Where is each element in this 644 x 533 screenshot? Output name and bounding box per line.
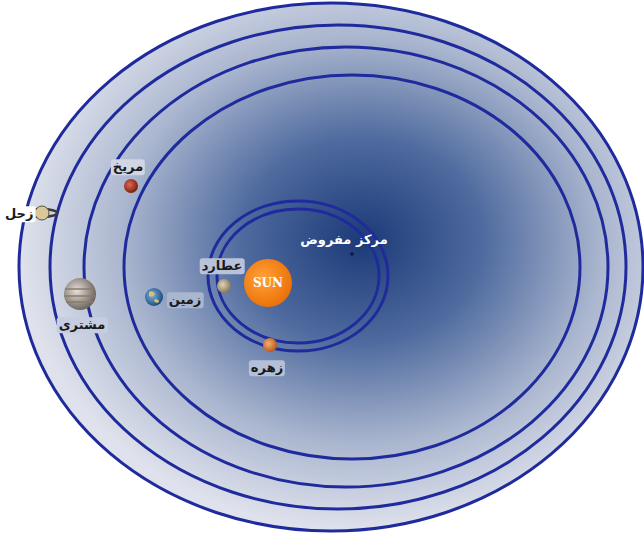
center-dot (350, 252, 354, 256)
mars-label: مریخ (111, 159, 145, 175)
sky-ground (19, 3, 643, 531)
assumed-center-label: مرکز مفروض (298, 232, 389, 248)
mars (124, 179, 138, 193)
mercury (217, 279, 231, 293)
sun-disc: SUN (244, 259, 292, 307)
outer-orbits (19, 3, 643, 531)
inner-orbits (208, 201, 388, 351)
mercury-label: عطارد (200, 258, 245, 274)
jupiter (64, 278, 96, 310)
venus (263, 338, 277, 352)
earth-label: زمین (167, 292, 204, 308)
saturn-label: زحل (3, 206, 35, 222)
sun-label: SUN (253, 276, 283, 290)
venus-label: زهره (249, 360, 285, 376)
earth (145, 288, 163, 306)
jupiter-label: مشتری (57, 317, 108, 333)
